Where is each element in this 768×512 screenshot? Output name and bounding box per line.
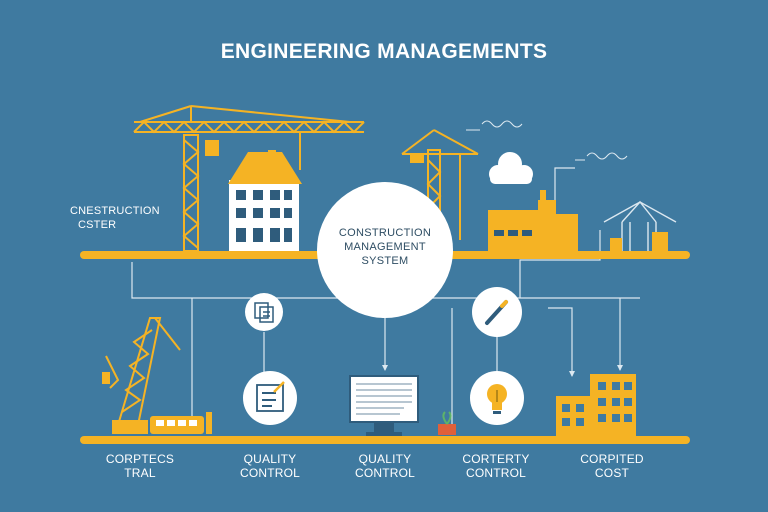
hub-label-line1: CONSTRUCTION <box>338 227 432 239</box>
cloud-icon <box>489 152 533 184</box>
crane-counterweight <box>205 140 219 156</box>
office-windows <box>562 382 632 426</box>
node-lightbulb[interactable] <box>470 371 524 425</box>
monitor-icon <box>349 375 419 436</box>
tower-crane-left <box>133 105 365 252</box>
bottom-label-5-line1: CORPITED <box>580 452 644 466</box>
mobile-crane <box>105 317 181 426</box>
connector-lines <box>131 167 640 432</box>
factory-building <box>488 190 578 251</box>
pencil-icon <box>485 300 508 325</box>
bottom-label-2-line1: QUALITY <box>243 452 297 466</box>
crane-base <box>112 420 148 434</box>
bottom-label-3-line1: QUALITY <box>358 452 412 466</box>
hub-label: CONSTRUCTION MANAGEMENT SYSTEM <box>318 226 452 268</box>
squiggle-decorations <box>466 120 628 161</box>
page-title: ENGINEERING MANAGEMENTS <box>220 40 548 63</box>
bottom-label-1-line1: CORPTECS <box>105 452 175 466</box>
node-checklist[interactable] <box>243 371 297 425</box>
bottom-label-1-line2: TRAL <box>124 466 156 480</box>
bottom-label-5: CORPITED COST <box>562 452 662 480</box>
hook-block <box>102 372 110 384</box>
bottom-label-3-line2: CONTROL <box>354 466 416 480</box>
checklist-icon <box>256 381 285 412</box>
factory-windows <box>494 230 532 236</box>
crane-right-weight <box>410 155 424 163</box>
lightbulb-icon <box>487 384 507 414</box>
bottom-label-1: CORPTECS TRAL <box>90 452 190 480</box>
bottom-label-3: QUALITY CONTROL <box>335 452 435 480</box>
blueprint-icon <box>254 302 274 323</box>
lower-ground-bar <box>80 436 690 444</box>
bottom-label-2: QUALITY CONTROL <box>220 452 320 480</box>
plant-pot <box>438 411 456 435</box>
construction-center-line1: CNESTRUCTION <box>70 205 160 217</box>
distant-hut <box>652 232 668 251</box>
bottom-label-2-line2: CONTROL <box>239 466 301 480</box>
distant-box <box>610 238 622 251</box>
construction-center-label: CNESTRUCTION CSTER <box>70 204 190 232</box>
construction-center-line2: CSTER <box>78 219 117 231</box>
tower-crane-right <box>401 129 479 241</box>
bottom-label-5-line2: COST <box>594 466 630 480</box>
node-blueprint[interactable] <box>245 293 283 331</box>
bottom-label-4: CORTERTY CONTROL <box>446 452 546 480</box>
bottom-label-4-line1: CORTERTY <box>462 452 530 466</box>
node-pencil[interactable] <box>472 287 522 337</box>
house-building <box>228 150 302 251</box>
hub-label-line3: SYSTEM <box>361 255 409 267</box>
hub-circle <box>317 182 453 318</box>
bottom-label-4-line2: CONTROL <box>465 466 527 480</box>
construction-vehicle <box>150 412 212 434</box>
hub-label-line2: MANAGEMENT <box>344 241 426 253</box>
